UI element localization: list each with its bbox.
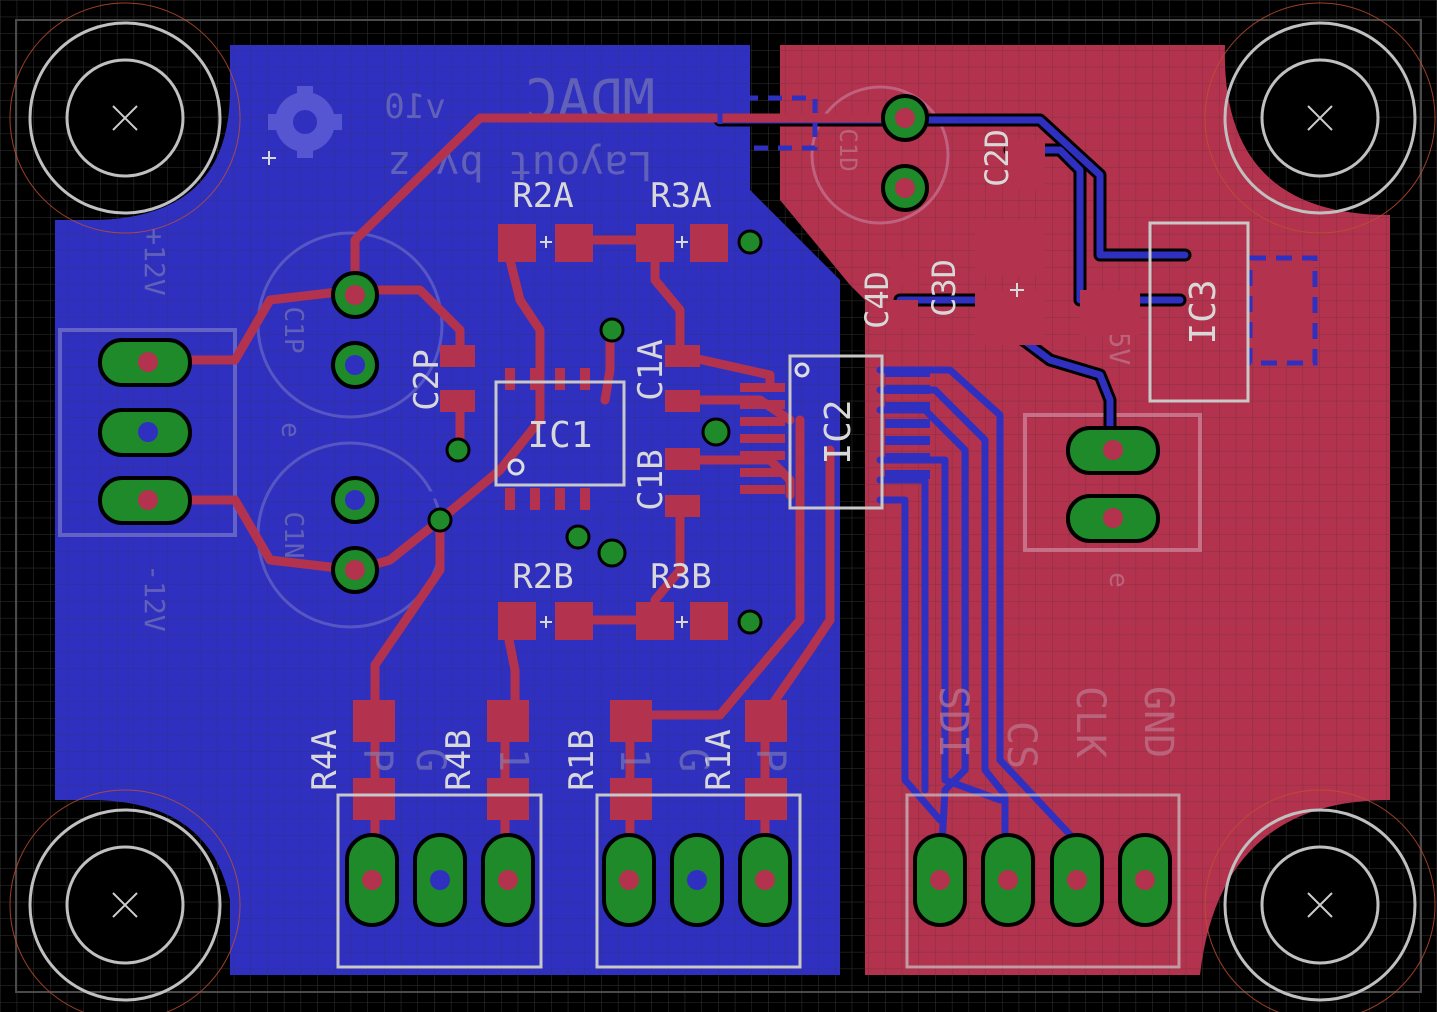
- silk-clk: CLK: [1067, 686, 1113, 758]
- ic1-pads: [505, 368, 590, 510]
- silk-o1: 1: [490, 748, 536, 772]
- silk-g2: G: [670, 748, 716, 772]
- silk-e2: e: [1103, 572, 1133, 588]
- silk-o2: 1: [611, 748, 657, 772]
- p12v-label: +12V: [138, 228, 171, 296]
- board-version: v10: [384, 87, 445, 127]
- label-ic2: IC2: [818, 399, 859, 464]
- connector-mid-outline: [595, 793, 802, 969]
- label-ic1: IC1: [527, 415, 592, 456]
- label-r1a: R1A: [699, 729, 739, 790]
- label-c1a: C1A: [631, 339, 671, 400]
- power-connector-pins[interactable]: [98, 338, 192, 525]
- c1n-label: C1N: [278, 512, 308, 559]
- mounting-hole-icon: [9, 2, 241, 234]
- c1d-outline: [810, 85, 950, 225]
- label-r2a: R2A: [512, 176, 573, 216]
- m12v-label: -12V: [138, 564, 171, 632]
- c1d-bottom-pad: [717, 95, 818, 151]
- c1d-label: C1D: [834, 128, 862, 171]
- silk-gnd: GND: [1135, 686, 1181, 758]
- mounting-hole-icon: [1204, 789, 1436, 1012]
- label-r4a: R4A: [305, 729, 345, 790]
- silk-e1: e: [275, 422, 305, 438]
- silk-sdi: SDI: [930, 686, 976, 758]
- label-c2p: C2P: [407, 349, 447, 410]
- ic1-outline: [494, 380, 626, 487]
- open-hardware-gear-icon: [268, 86, 342, 158]
- connector-right-outline: [905, 793, 1181, 969]
- silk-p1: P: [354, 748, 400, 772]
- label-ic3: IC3: [1183, 279, 1224, 344]
- label-r3a: R3A: [650, 176, 711, 216]
- mounting-hole-icon: [9, 789, 241, 1012]
- connector-left-outline: [336, 793, 543, 969]
- silk-cs: CS: [998, 721, 1044, 769]
- vias: [427, 229, 763, 635]
- label-c2d: C2D: [978, 129, 1016, 187]
- label-r4b: R4B: [439, 729, 479, 790]
- ic3-tab-outline: [1247, 255, 1318, 366]
- silk-p2: P: [747, 748, 793, 772]
- ic3-outline: [1148, 221, 1250, 403]
- smd-pads: [353, 140, 1314, 820]
- p5v-connector-pins[interactable]: [1066, 426, 1160, 543]
- output-connector-pins[interactable]: [345, 833, 1172, 927]
- label-c1b: C1B: [631, 449, 671, 510]
- label-r2b: R2B: [512, 557, 573, 597]
- label-r3b: R3B: [650, 557, 711, 597]
- label-c4d: C4D: [858, 271, 896, 329]
- ic2-pads: [740, 368, 930, 494]
- cap-pads[interactable]: [331, 94, 929, 594]
- mounting-hole-icon: [1204, 2, 1436, 234]
- ic1-pin1-marker: [507, 458, 525, 476]
- label-r1b: R1B: [562, 729, 602, 790]
- c1p-label: C1P: [278, 307, 308, 354]
- label-c3d: C3D: [925, 259, 963, 317]
- silk-g1: G: [407, 748, 453, 772]
- ic2-pin1-marker: [794, 362, 810, 378]
- polarity-markers: [262, 151, 1024, 628]
- ic2-outline: [788, 354, 884, 510]
- power-connector-outline: [58, 328, 237, 537]
